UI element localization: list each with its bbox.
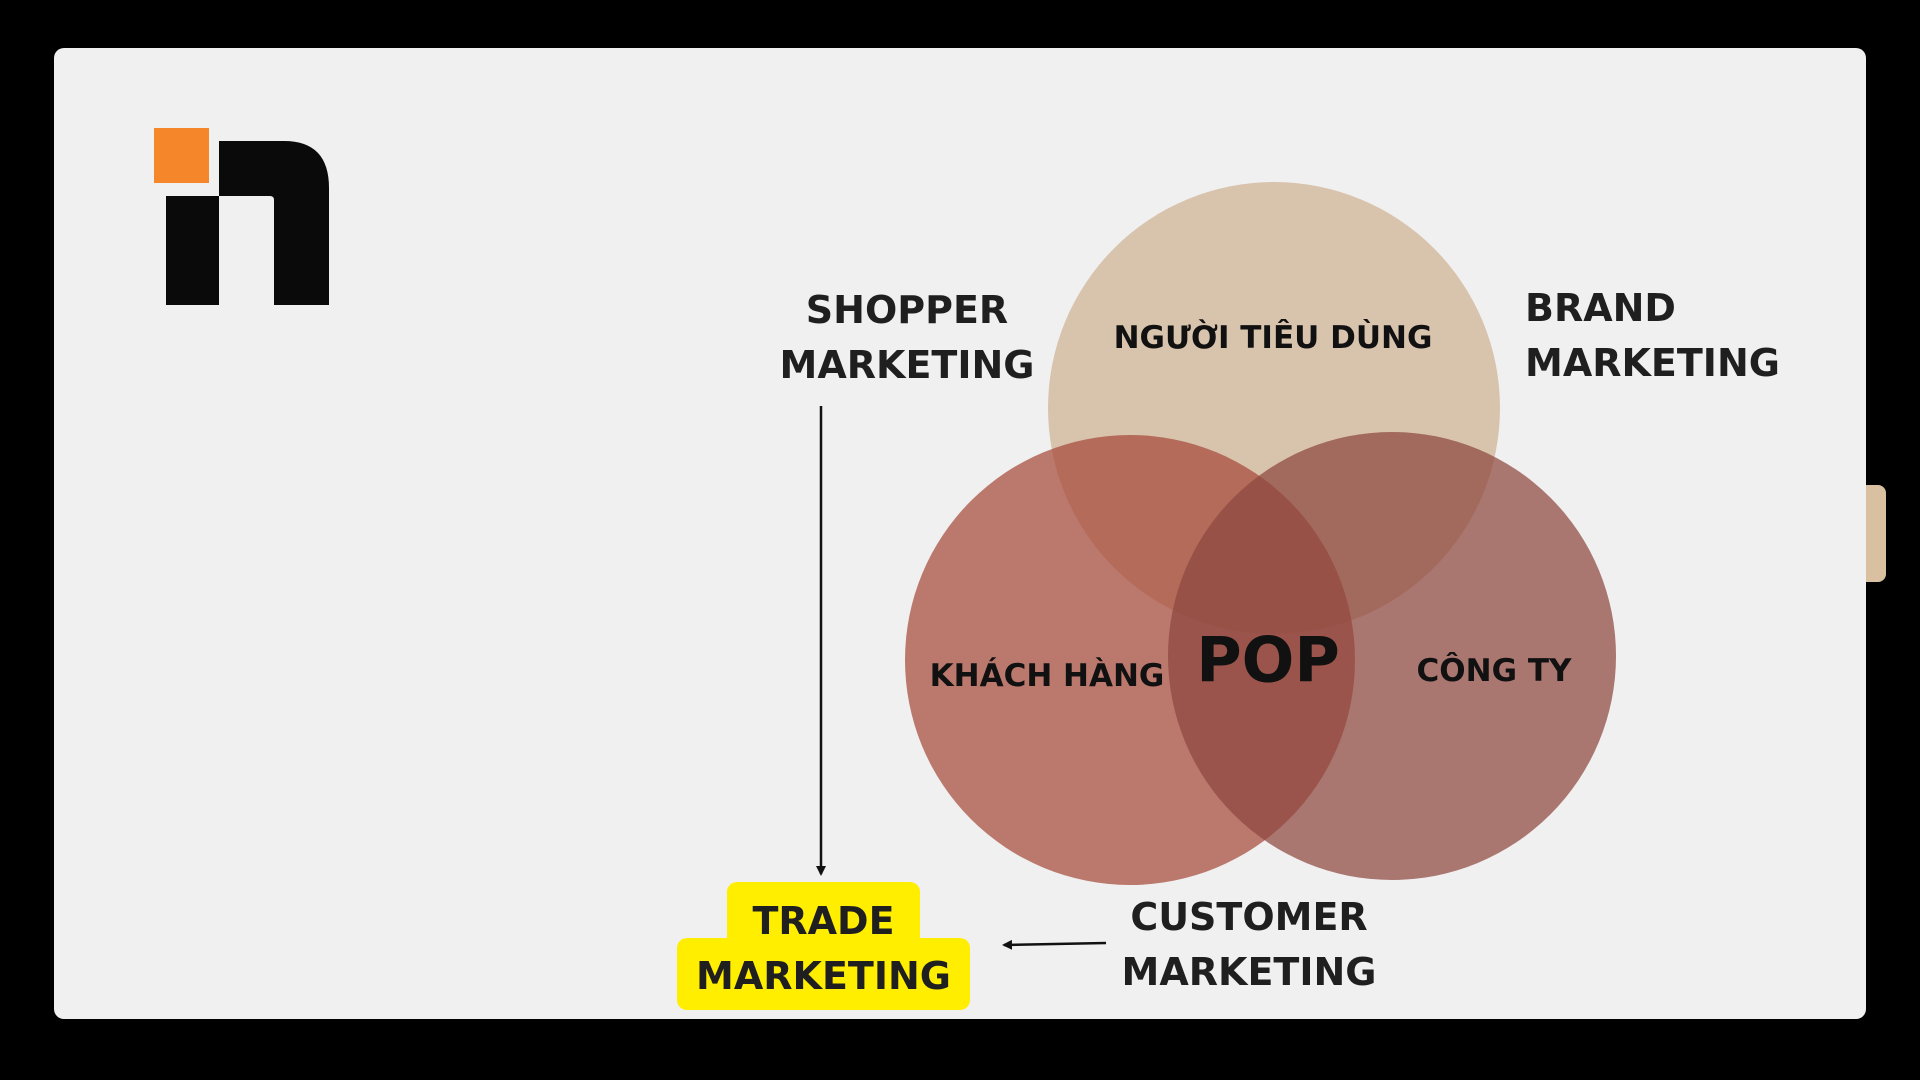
venn-center-label: POP xyxy=(1196,623,1340,697)
logo-orange-square xyxy=(154,128,209,183)
slide-canvas: NGƯỜI TIÊU DÙNG KHÁCH HÀNG CÔNG TY POP S… xyxy=(54,48,1866,1019)
trade-line1: TRADE xyxy=(752,899,895,943)
trade-marketing-highlight: TRADE MARKETING xyxy=(677,882,977,1014)
venn-diagram xyxy=(154,128,1616,950)
brand-marketing-label: BRAND MARKETING xyxy=(1525,281,1780,391)
shopper-line1: SHOPPER xyxy=(805,288,1009,332)
trade-line2: MARKETING xyxy=(696,954,951,998)
customer-marketing-label: CUSTOMER MARKETING xyxy=(1114,890,1384,1000)
in-logo-icon xyxy=(154,128,329,305)
logo-n-shape xyxy=(219,141,329,305)
venn-circle-right xyxy=(1168,432,1616,880)
arrow-left-icon xyxy=(1002,939,1107,950)
trade-highlight-bottom xyxy=(677,938,970,1010)
customer-line2: MARKETING xyxy=(1121,950,1377,994)
shopper-marketing-label: SHOPPER MARKETING xyxy=(772,283,1042,393)
venn-label-right: CÔNG TY xyxy=(1416,653,1572,689)
customer-line1: CUSTOMER xyxy=(1130,895,1368,939)
brand-line2: MARKETING xyxy=(1525,341,1780,385)
side-tab[interactable] xyxy=(1866,485,1886,582)
trade-marketing-label: TRADE MARKETING xyxy=(677,894,970,1004)
shopper-line2: MARKETING xyxy=(779,343,1035,387)
brand-line1: BRAND xyxy=(1525,286,1676,330)
venn-label-left: KHÁCH HÀNG xyxy=(929,658,1165,694)
logo-i-stem xyxy=(166,196,219,305)
venn-label-top: NGƯỜI TIÊU DÙNG xyxy=(1113,320,1433,356)
